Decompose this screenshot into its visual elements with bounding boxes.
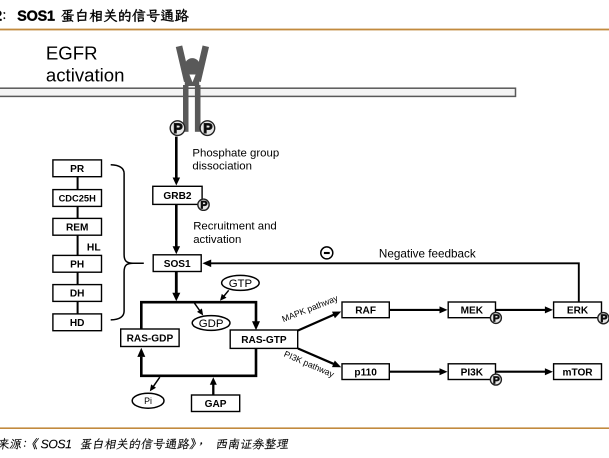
svg-text:P: P [493, 314, 500, 325]
svg-text:P: P [173, 120, 182, 136]
svg-text:PH: PH [70, 259, 84, 270]
svg-text:PR: PR [70, 164, 85, 175]
svg-text:CDC25H: CDC25H [59, 193, 96, 203]
svg-text:GRB2: GRB2 [163, 191, 191, 202]
svg-text:dissociation: dissociation [192, 161, 252, 173]
svg-text:mTOR: mTOR [562, 367, 593, 378]
svg-text:P: P [203, 120, 212, 136]
svg-text:MEK: MEK [461, 305, 484, 316]
svg-text:HD: HD [70, 318, 85, 329]
svg-text:Recruitment and: Recruitment and [193, 221, 277, 233]
svg-text:RAS-GTP: RAS-GTP [241, 335, 287, 346]
svg-text:P: P [493, 375, 500, 386]
svg-text:GDP: GDP [199, 318, 224, 330]
svg-text:P: P [600, 313, 607, 325]
svg-text:ERK: ERK [567, 305, 589, 316]
svg-text:REM: REM [66, 222, 88, 233]
svg-text:HL: HL [87, 242, 101, 253]
svg-text:GAP: GAP [205, 399, 227, 410]
svg-text:DH: DH [70, 289, 85, 300]
svg-text:p110: p110 [354, 367, 377, 378]
svg-text:activation: activation [46, 64, 125, 85]
svg-text:Negative feedback: Negative feedback [379, 248, 476, 261]
svg-text:GTP: GTP [229, 278, 252, 290]
svg-text:P: P [200, 199, 207, 211]
svg-text:Phosphate group: Phosphate group [192, 148, 279, 160]
svg-text:Pi: Pi [144, 396, 152, 406]
svg-text:RAF: RAF [355, 305, 376, 316]
svg-text:RAS-GDP: RAS-GDP [127, 333, 174, 344]
svg-text:EGFR: EGFR [46, 43, 98, 64]
svg-text:activation: activation [193, 234, 241, 246]
svg-text:PI3K: PI3K [461, 367, 484, 378]
svg-text:SOS1: SOS1 [164, 259, 191, 270]
